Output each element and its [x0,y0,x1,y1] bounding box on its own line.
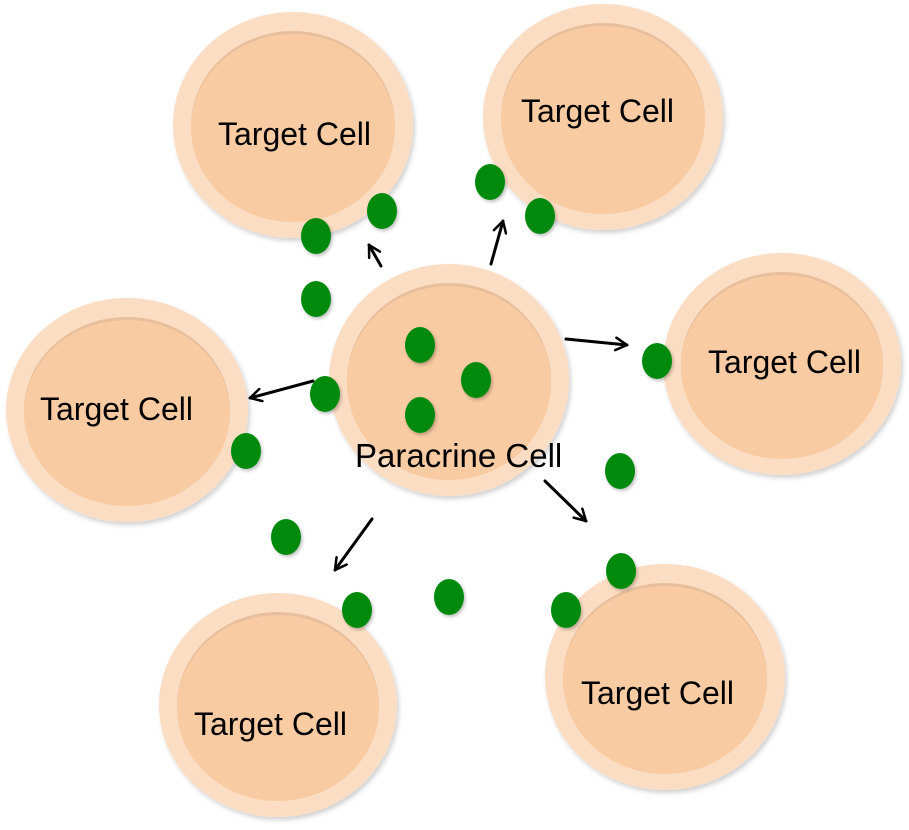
signal-molecule [642,343,672,379]
paracrine-cell [329,264,569,496]
target-cell-label-bottom-left: Target Cell [194,706,347,742]
arrows-layer [248,219,629,572]
target-cell-right-cytoplasm [681,275,883,459]
target-cell-top-left [173,12,413,238]
signal-molecule [301,281,331,317]
signal-molecule [231,433,261,469]
target-cell-label-bottom-right: Target Cell [581,675,734,711]
signal-molecule [606,553,636,589]
target-cell-top-right [483,4,723,230]
target-cell-label-top-right: Target Cell [521,93,674,129]
signal-arrow-1 [367,243,383,268]
signal-molecule [461,362,491,398]
signal-molecule [367,193,397,229]
target-cell-bottom-left [159,593,397,817]
signal-molecule [551,592,581,628]
target-cell-label-right: Target Cell [708,344,861,380]
signal-molecule [475,164,505,200]
signal-molecule [525,198,555,234]
target-cell-left [6,298,248,522]
target-cell-label-left: Target Cell [40,391,193,427]
paracrine-cell-label: Paracrine Cell [355,437,562,474]
signal-arrow-6 [543,479,588,523]
paracrine-cell-cytoplasm [347,286,551,480]
signal-molecule [405,327,435,363]
signal-arrow-2 [489,219,508,266]
signal-molecule [301,218,331,254]
labels-layer: Target Cell Target Cell Target Cell Targ… [40,93,861,742]
cells-layer [6,4,901,817]
signal-molecule [405,397,435,433]
signal-molecules-layer [231,164,672,628]
target-cell-label-top-left: Target Cell [218,116,371,152]
target-cell-top-right-cytoplasm [501,26,705,214]
target-cell-left-cytoplasm [24,320,230,506]
signal-molecule [434,579,464,615]
signal-molecule [342,592,372,628]
signal-molecule [310,376,340,412]
signal-molecule [271,519,301,555]
target-cell-top-left-cytoplasm [191,34,395,222]
signal-molecule [605,453,635,489]
signal-arrow-4 [248,379,315,403]
signal-arrow-5 [333,517,374,572]
signal-arrow-3 [564,336,629,352]
target-cell-bottom-right-cytoplasm [563,586,767,774]
target-cell-right [663,253,901,475]
target-cell-bottom-left-cytoplasm [177,615,379,801]
target-cell-bottom-right [545,564,785,790]
